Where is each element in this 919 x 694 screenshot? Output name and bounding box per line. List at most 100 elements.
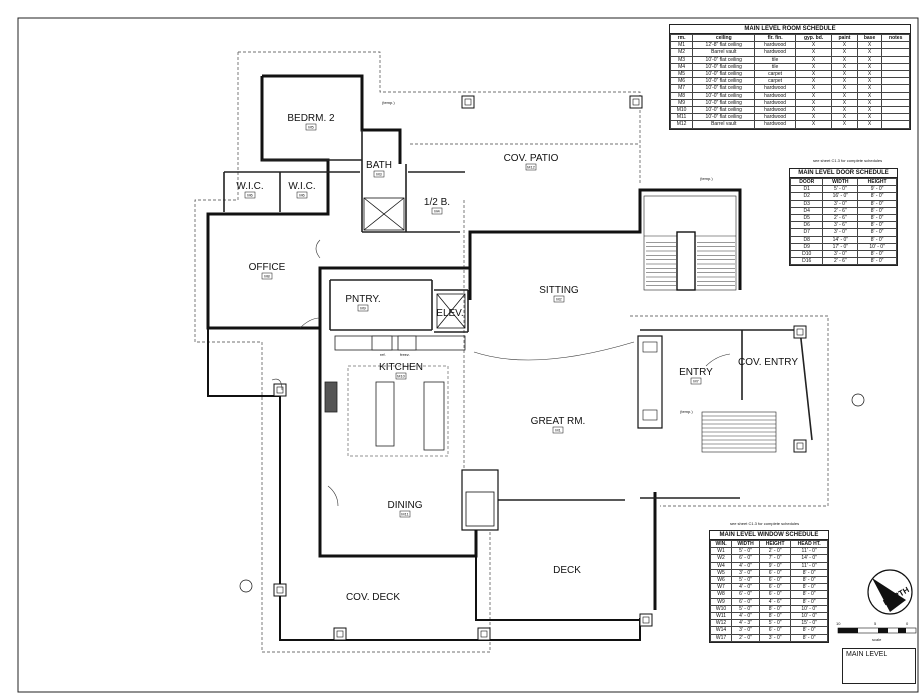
room-tag-box (552, 426, 564, 434)
scale-mark-0: 0 (906, 621, 909, 626)
schedule-cell: X (856, 106, 883, 115)
schedule-cell: hardwood (754, 48, 796, 57)
post-inner (480, 630, 488, 638)
schedule-cell: X (831, 55, 858, 64)
room-label-office: OFFICE (249, 262, 286, 273)
door-swings (271, 239, 731, 507)
room-label-cov-patio: COV. PATIO (504, 153, 559, 164)
post-inner (276, 386, 284, 394)
schedule-cell: X (856, 91, 883, 100)
schedule-cell: W1 (709, 547, 733, 556)
schedule-cell: hardwood (754, 84, 796, 93)
room-label-dining: DINING (388, 500, 423, 511)
schedule-cell: 6' - 0" (759, 576, 792, 585)
post-inner (336, 630, 344, 638)
room-label-great-rm: GREAT RM. (531, 416, 586, 427)
schedule-cell: 10'-0" flat ceiling (692, 98, 756, 108)
schedule-cell: 3' - 6" (822, 221, 859, 230)
post (461, 95, 475, 109)
schedule-cell: M8 (669, 91, 694, 100)
schedule-cell: 8' - 0" (857, 199, 897, 208)
schedule-cell: W11 (709, 612, 733, 621)
schedule-cell: X (831, 84, 858, 93)
room-tag-sitting: M2 (556, 297, 562, 302)
schedule-cell: X (856, 120, 883, 129)
room-schedule-title: MAIN LEVEL ROOM SCHEDULE (670, 25, 910, 34)
room-label-bedroom2: BEDRM. 2 (287, 113, 335, 124)
room-label-wic2: W.I.C. (288, 181, 315, 192)
schedule-cell: 2' - 6" (822, 206, 859, 216)
schedule-cell: 10'-0" flat ceiling (692, 55, 756, 64)
entry-stair-treads (702, 415, 776, 449)
post (477, 627, 491, 641)
schedule-cell: X (794, 84, 833, 93)
schedule-cell: 17' - 0" (822, 242, 859, 252)
room-tag-wic1: M6 (247, 193, 253, 198)
schedule-header-cell: paint (831, 33, 858, 43)
schedule-cell: D3 (789, 199, 824, 208)
post (639, 613, 653, 627)
main-stair (643, 195, 737, 291)
schedule-cell: Barrel vault (692, 120, 756, 129)
schedule-cell: M5 (669, 70, 694, 79)
schedule-cell: 8' - 0" (857, 192, 897, 201)
schedule-cell: 5' - 0" (822, 185, 859, 194)
schedule-cell: X (794, 77, 833, 86)
stair-treads (646, 242, 735, 286)
schedule-cell: W6 (709, 576, 733, 585)
schedule-cell: 8' - 0" (857, 228, 897, 237)
schedule-cell: carpet (754, 70, 796, 79)
schedule-cell: 8' - 0" (857, 221, 897, 230)
post-inner (796, 442, 804, 450)
schedule-cell: 14' - 0" (822, 235, 859, 244)
schedule-cell: 10'-0" flat ceiling (692, 113, 756, 122)
schedule-cell: W2 (709, 554, 733, 563)
post (273, 583, 287, 597)
elevator-shaft (436, 293, 466, 329)
schedule-cell: 8' - 0" (790, 590, 828, 599)
schedule-cell: M2 (669, 48, 694, 57)
schedule-cell: X (831, 77, 858, 86)
schedule-cell: 4' - 0" (731, 561, 761, 570)
room-tag-box (395, 372, 407, 380)
schedule-cell: X (856, 77, 883, 86)
room-label-bath: BATH (366, 160, 392, 171)
schedule-cell: D1 (789, 185, 824, 194)
schedule-cell: X (794, 55, 833, 64)
schedule-cell (881, 62, 910, 72)
room-tag-dining: M11 (401, 512, 409, 517)
door-schedule-title: MAIN LEVEL DOOR SCHEDULE (790, 169, 897, 178)
schedule-cell: 3' - 0" (759, 633, 792, 642)
room-tag-kitchen: M10 (397, 374, 406, 379)
schedule-cell: D8 (789, 235, 824, 244)
schedule-cell: 11' - 0" (790, 561, 828, 570)
room-label-cov-deck: COV. DECK (346, 592, 400, 603)
title-block: MAIN LEVEL (842, 648, 916, 684)
schedule-cell: 2' - 0" (731, 633, 761, 642)
post (793, 325, 807, 339)
schedule-cell (881, 70, 910, 79)
schedule-cell: W9 (709, 597, 733, 606)
schedule-cell: 8' - 0" (790, 633, 828, 642)
schedule-cell: hardwood (754, 98, 796, 108)
schedule-cell: 10' - 0" (790, 604, 828, 614)
